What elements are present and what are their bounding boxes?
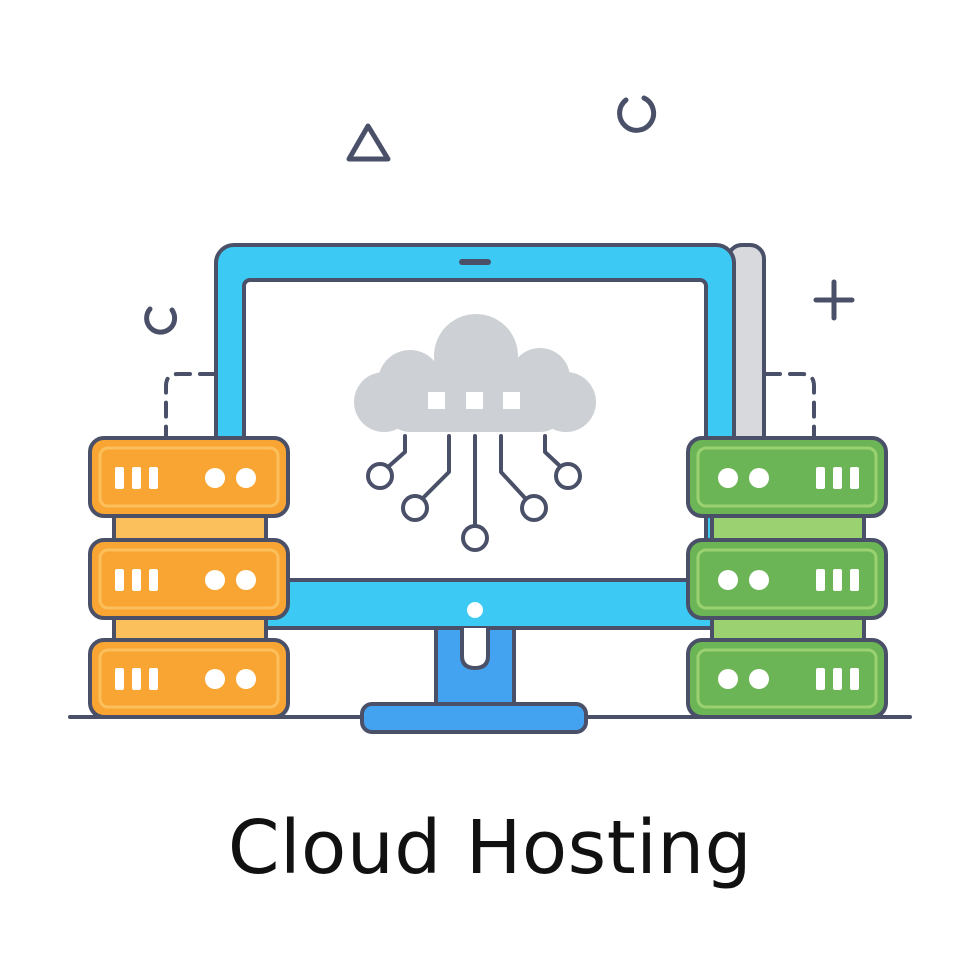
caption-title: Cloud Hosting: [227, 805, 753, 891]
cloud-dot: [503, 392, 520, 409]
cloud-dot: [428, 392, 445, 409]
monitor-power-light: [467, 602, 483, 618]
server-stack-icon: [686, 436, 888, 719]
cloud-network-nodes: [366, 434, 582, 552]
monitor-stand-base: [360, 702, 588, 734]
server-unit: [88, 638, 290, 719]
server-unit: [88, 436, 290, 518]
decorations: [144, 95, 855, 335]
cloud-dot: [466, 392, 483, 409]
server-unit: [88, 538, 290, 620]
server-unit: [686, 538, 888, 620]
server-unit: [686, 436, 888, 518]
network-connector-lines: [164, 372, 816, 438]
monitor-stand-slot: [460, 628, 490, 670]
cloud-icon: [354, 314, 596, 552]
plus-icon: [813, 279, 855, 321]
server-unit: [686, 638, 888, 719]
triangle-icon: [346, 123, 391, 162]
ring-icon: [617, 95, 657, 133]
server-stack-icon: [88, 436, 290, 719]
ring-icon: [144, 306, 178, 335]
